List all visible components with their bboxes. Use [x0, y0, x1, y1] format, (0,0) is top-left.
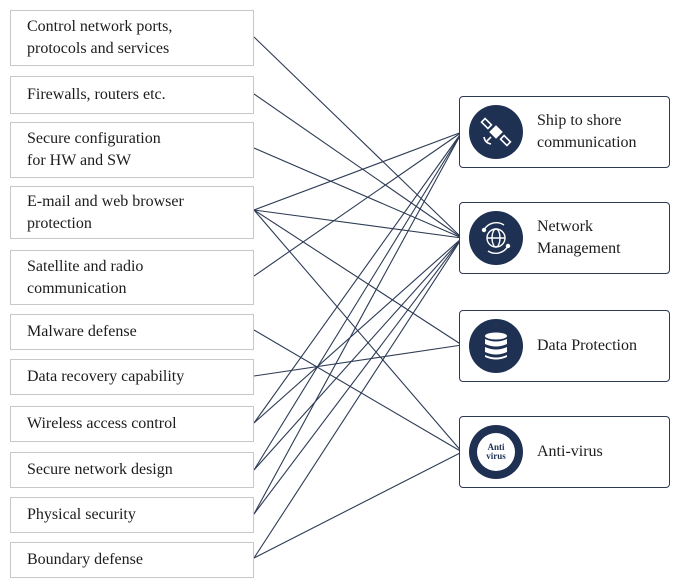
- left-item-boundary: Boundary defense: [10, 542, 254, 578]
- left-item-malware: Malware defense: [10, 314, 254, 350]
- right-item-netmgmt: Network Management: [459, 202, 670, 274]
- connector-netdesign-netmgmt: [253, 237, 463, 471]
- left-item-recovery: Data recovery capability: [10, 359, 254, 395]
- connector-email-netmgmt: [253, 209, 463, 239]
- right-item-antivirus: Anti virus Anti-virus: [459, 416, 670, 488]
- left-item-label: Data recovery capability: [27, 368, 185, 385]
- connector-boundary-antivirus: [253, 451, 463, 559]
- left-item-email: E-mail and web browser protection: [10, 186, 254, 239]
- left-item-label: Firewalls, routers etc.: [27, 86, 166, 103]
- connector-email-ship: [253, 131, 463, 211]
- connector-config-netmgmt: [253, 147, 463, 239]
- right-item-label: Anti-virus: [537, 443, 603, 460]
- left-item-label: Boundary defense: [27, 551, 143, 568]
- connector-wireless-netmgmt: [253, 237, 463, 424]
- left-item-label: Secure network design: [27, 461, 173, 478]
- connector-netdesign-ship: [253, 131, 463, 471]
- left-item-label: Physical security: [27, 506, 136, 523]
- right-item-label: Data Protection: [537, 337, 637, 354]
- antivirus-badge-icon: Anti virus: [469, 425, 523, 479]
- left-item-ports: Control network ports, protocols and ser…: [10, 10, 254, 66]
- connector-wireless-ship: [253, 131, 463, 424]
- antivirus-badge-text: Anti virus: [486, 442, 506, 461]
- left-item-label: Malware defense: [27, 323, 137, 340]
- left-item-physical: Physical security: [10, 497, 254, 533]
- left-item-label: Satellite and radio communication: [27, 257, 144, 297]
- connector-physical-ship: [253, 131, 463, 515]
- left-item-label: E-mail and web browser protection: [27, 192, 184, 232]
- connector-satellite-ship: [253, 131, 463, 277]
- left-item-label: Control network ports, protocols and ser…: [27, 18, 173, 57]
- connector-physical-netmgmt: [253, 237, 463, 515]
- left-item-label: Wireless access control: [27, 415, 177, 432]
- database-icon: [469, 319, 523, 373]
- connector-recovery-dataprot: [253, 344, 463, 377]
- connector-malware-antivirus: [253, 329, 463, 453]
- left-item-config: Secure configuration for HW and SW: [10, 122, 254, 178]
- left-item-label: Secure configuration for HW and SW: [27, 130, 161, 169]
- left-item-netdesign: Secure network design: [10, 452, 254, 488]
- satellite-icon: [469, 105, 523, 159]
- connector-firewalls-netmgmt: [253, 93, 463, 239]
- left-item-wireless: Wireless access control: [10, 406, 254, 442]
- connector-ports-netmgmt: [253, 36, 463, 239]
- right-item-ship: Ship to shore communication: [459, 96, 670, 168]
- left-item-satellite: Satellite and radio communication: [10, 250, 254, 305]
- right-item-label: Ship to shore communication: [537, 112, 637, 151]
- right-item-dataprot: Data Protection: [459, 310, 670, 382]
- connector-boundary-netmgmt: [253, 237, 463, 559]
- network-globe-icon: [469, 211, 523, 265]
- right-item-label: Network Management: [537, 218, 621, 257]
- left-item-firewalls: Firewalls, routers etc.: [10, 76, 254, 114]
